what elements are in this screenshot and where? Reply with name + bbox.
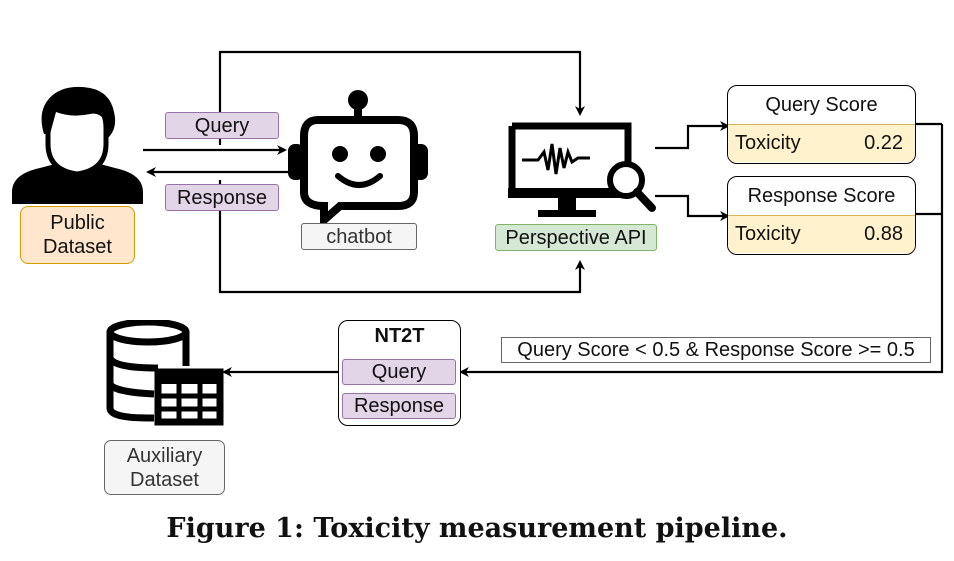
chatbot-label: chatbot [301, 223, 417, 250]
arrow-bottom-to-perspective [218, 180, 585, 294]
nt2t-query-item: Query [342, 359, 456, 385]
robot-icon [288, 90, 428, 223]
arrow-condition-to-nt2t [459, 124, 944, 377]
perspective-api-label: Perspective API [495, 224, 657, 251]
response-score-box: Response Score Toxicity 0.88 [727, 176, 916, 255]
nt2t-title: NT2T [374, 324, 425, 347]
response-toxicity-metric: Toxicity [735, 223, 801, 245]
response-edge-label: Response [165, 184, 279, 211]
database-table-icon [106, 320, 224, 426]
arrow-to-response-score [655, 194, 730, 221]
query-toxicity-row: Toxicity 0.22 [728, 124, 915, 162]
response-score-title: Response Score [747, 184, 896, 207]
nt2t-box: NT2T Query Response [338, 320, 461, 426]
query-edge-label: Query [165, 112, 279, 139]
figure-caption: Figure 1: Toxicity measurement pipeline. [166, 513, 788, 544]
arrow-to-query-score [655, 121, 730, 150]
arrow-top-to-perspective [218, 50, 585, 145]
filter-condition-label: Query Score < 0.5 & Response Score >= 0.… [501, 337, 931, 363]
response-toxicity-value: 0.88 [864, 223, 903, 245]
response-toxicity-row: Toxicity 0.88 [728, 215, 915, 253]
auxiliary-dataset-label: Auxiliary Dataset [104, 440, 225, 495]
monitor-search-icon [508, 122, 656, 217]
public-dataset-label: Public Dataset [20, 206, 135, 264]
query-score-box: Query Score Toxicity 0.22 [727, 85, 916, 164]
nt2t-response-item: Response [342, 393, 456, 419]
person-icon [12, 86, 143, 204]
query-score-title: Query Score [765, 93, 878, 116]
query-toxicity-metric: Toxicity [735, 132, 801, 154]
query-toxicity-value: 0.22 [864, 132, 903, 154]
